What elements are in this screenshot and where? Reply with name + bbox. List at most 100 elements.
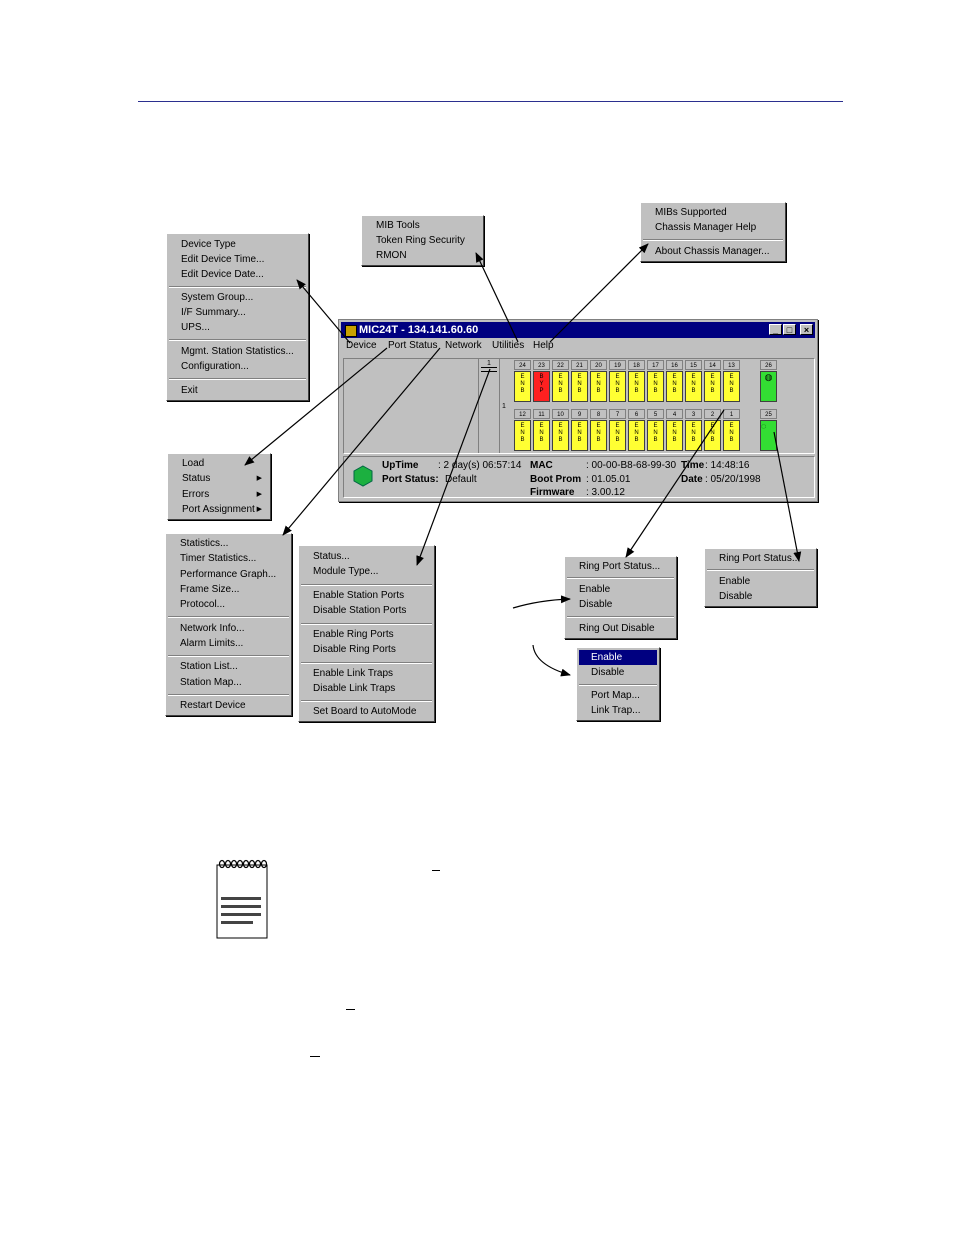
menu-item-configuration[interactable]: Configuration... <box>181 361 249 372</box>
maximize-icon[interactable]: □ <box>783 324 796 335</box>
menu-bar: Device Port Status Network Utilities Hel… <box>341 339 815 354</box>
port-number: 21 <box>571 360 588 370</box>
menu-item-token-ring-security[interactable]: Token Ring Security <box>376 235 465 246</box>
menu-item-mgmt-station-statistics[interactable]: Mgmt. Station Statistics... <box>181 346 294 357</box>
menu-item-ring-out-disable[interactable]: Ring Out Disable <box>579 623 655 634</box>
menu-item-disable-link-traps[interactable]: Disable Link Traps <box>313 683 396 694</box>
menu-item-port-assignment[interactable]: Port Assignment▶ <box>168 502 270 517</box>
menu-item-errors[interactable]: Errors▶ <box>168 487 270 502</box>
port-status-value: Default <box>445 474 477 485</box>
menu-item-status[interactable]: Status▶ <box>168 471 270 486</box>
menu-separator <box>301 700 432 702</box>
underscore-mark <box>310 1056 320 1057</box>
menu-item-protocol[interactable]: Protocol... <box>180 599 226 610</box>
submenu-arrow-icon: ▶ <box>256 475 262 482</box>
network-menu: Statistics... Timer Statistics... Perfor… <box>165 533 292 716</box>
menu-item-disable[interactable]: Disable <box>591 667 625 678</box>
menu-item-alarm-limits[interactable]: Alarm Limits... <box>180 638 244 649</box>
menu-item-statistics[interactable]: Statistics... <box>180 538 229 549</box>
submenu-arrow-icon: ▶ <box>256 506 262 513</box>
menu-item-link-trap[interactable]: Link Trap... <box>591 705 641 716</box>
menu-item-enable-selected[interactable]: Enable <box>579 650 657 665</box>
port-number: 22 <box>552 360 569 370</box>
port-number: 3 <box>685 409 702 419</box>
menu-separator <box>168 694 289 696</box>
menu-separator <box>168 655 289 657</box>
menu-item-enable-link-traps[interactable]: Enable Link Traps <box>313 668 394 679</box>
menu-item-about-chassis-manager[interactable]: About Chassis Manager... <box>655 246 770 257</box>
menubar-port-status[interactable]: Port Status <box>388 340 438 351</box>
menu-item-mibs-supported[interactable]: MIBs Supported <box>655 207 727 218</box>
menu-item-edit-device-time[interactable]: Edit Device Time... <box>181 254 265 265</box>
arrow-utilities-menu <box>475 252 519 343</box>
port-number: 17 <box>647 360 664 370</box>
menu-item-mib-tools[interactable]: MIB Tools <box>376 220 420 231</box>
menubar-network[interactable]: Network <box>445 340 482 351</box>
station-port-menu: Enable Disable Port Map... Link Trap... <box>576 647 660 721</box>
menubar-device[interactable]: Device <box>346 340 377 351</box>
menu-item-network-info[interactable]: Network Info... <box>180 623 245 634</box>
menu-item-port-assignment-label: Port Assignment <box>182 504 255 515</box>
menu-item-restart-device[interactable]: Restart Device <box>180 700 246 711</box>
port-number: 13 <box>723 360 740 370</box>
menu-item-station-map[interactable]: Station Map... <box>180 677 242 688</box>
menu-item-module-type[interactable]: Module Type... <box>313 566 379 577</box>
menu-item-set-board-automode[interactable]: Set Board to AutoMode <box>313 706 417 717</box>
utilities-menu: MIB Tools Token Ring Security RMON <box>361 215 484 266</box>
underscore-mark <box>432 870 440 871</box>
menu-item-enable[interactable]: Enable <box>719 576 751 587</box>
time-label: Time <box>681 460 705 471</box>
menu-item-performance-graph[interactable]: Performance Graph... <box>180 569 277 580</box>
menu-item-chassis-manager-help[interactable]: Chassis Manager Help <box>655 222 757 233</box>
underscore-mark <box>346 1009 355 1010</box>
module-slot-number: 1 <box>502 403 506 410</box>
port-number: 23 <box>533 360 550 370</box>
date-value: : 05/20/1998 <box>705 474 761 485</box>
menu-item-module-status[interactable]: Status... <box>313 551 350 562</box>
menu-item-enable-station-ports[interactable]: Enable Station Ports <box>313 590 405 601</box>
boot-prom-value: : 01.05.01 <box>586 474 631 485</box>
menu-separator <box>169 378 306 380</box>
menu-item-frame-size[interactable]: Frame Size... <box>180 584 240 595</box>
menu-item-port-map[interactable]: Port Map... <box>591 690 640 701</box>
menu-item-ups[interactable]: UPS... <box>181 322 210 333</box>
port-number: 18 <box>628 360 645 370</box>
menu-item-disable[interactable]: Disable <box>579 599 613 610</box>
menu-item-edit-device-date[interactable]: Edit Device Date... <box>181 269 264 280</box>
menu-item-station-list[interactable]: Station List... <box>180 661 238 672</box>
menu-item-rmon[interactable]: RMON <box>376 250 407 261</box>
port-number: 7 <box>609 409 626 419</box>
menu-item-timer-statistics[interactable]: Timer Statistics... <box>180 553 257 564</box>
window-title: MIC24T - 134.141.60.60 <box>359 324 479 336</box>
menu-item-enable-ring-ports[interactable]: Enable Ring Ports <box>313 629 394 640</box>
menu-item-enable[interactable]: Enable <box>579 584 611 595</box>
menu-item-disable-ring-ports[interactable]: Disable Ring Ports <box>313 644 396 655</box>
menu-item-disable[interactable]: Disable <box>719 591 753 602</box>
menubar-help[interactable]: Help <box>533 340 554 351</box>
ring-port-body: ◌ <box>760 420 777 451</box>
menubar-utilities[interactable]: Utilities <box>492 340 525 351</box>
close-icon[interactable]: × <box>800 324 813 335</box>
arrow-help-menu <box>549 243 649 343</box>
port-number: 1 <box>723 409 740 419</box>
menu-item-ring-port-status[interactable]: Ring Port Status... <box>579 561 661 572</box>
menu-item-ring-port-status[interactable]: Ring Port Status... <box>719 553 801 564</box>
menu-item-if-summary[interactable]: I/F Summary... <box>181 307 246 318</box>
menu-item-exit[interactable]: Exit <box>181 385 198 396</box>
menu-item-device-type[interactable]: Device Type <box>181 239 236 250</box>
port-number: 19 <box>609 360 626 370</box>
menu-item-system-group[interactable]: System Group... <box>181 292 254 303</box>
menu-item-disable-station-ports[interactable]: Disable Station Ports <box>313 605 407 616</box>
minimize-icon[interactable]: _ <box>769 324 782 335</box>
module-label: 1 <box>481 360 497 368</box>
module-menu: Status... Module Type... Enable Station … <box>298 545 435 722</box>
menu-separator <box>579 684 657 686</box>
menu-item-load[interactable]: Load <box>182 458 205 469</box>
